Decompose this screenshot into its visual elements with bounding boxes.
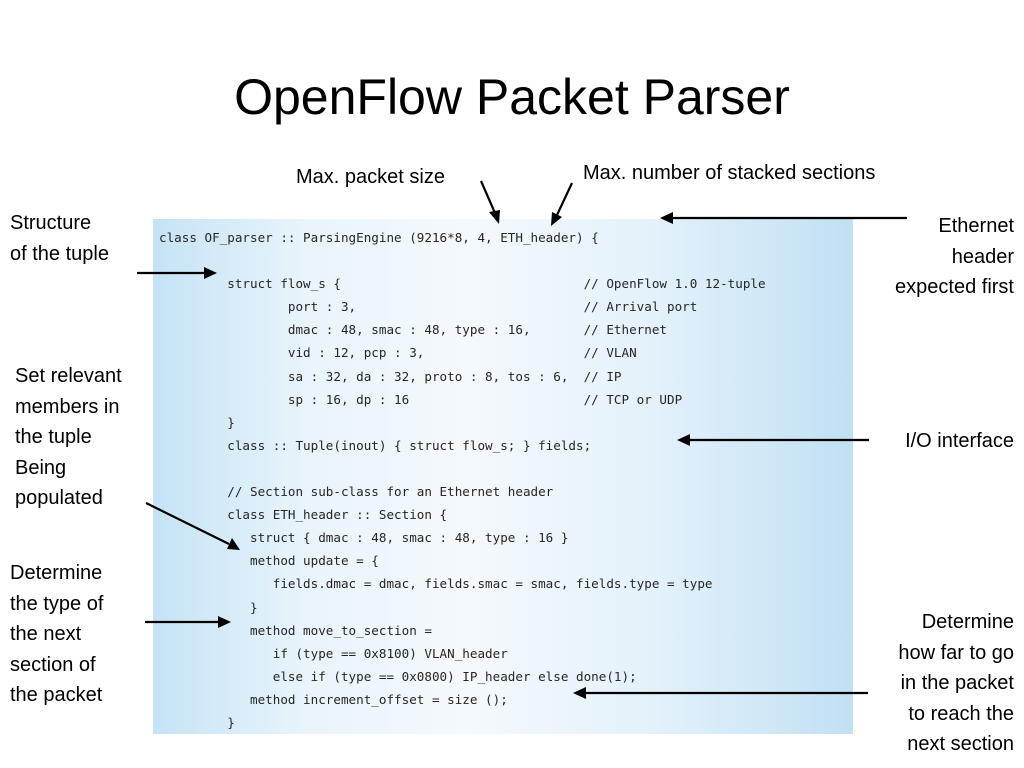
- code-line: struct flow_s { // OpenFlow 1.0 12-tuple: [159, 276, 766, 292]
- code-line: }: [159, 414, 235, 430]
- code-line: class ETH_header :: Section {: [159, 507, 448, 523]
- code-line: method move_to_section =: [159, 622, 432, 638]
- code-line: dmac : 48, smac : 48, type : 16, // Ethe…: [159, 322, 667, 338]
- code-line: method update = {: [159, 553, 379, 569]
- code-line: port : 3, // Arrival port: [159, 299, 698, 315]
- code-line: sa : 32, da : 32, proto : 8, tos : 6, //…: [159, 368, 622, 384]
- code-line: }: [159, 599, 258, 615]
- code-line: method increment_offset = size ();: [159, 691, 508, 707]
- code-line: else if (type == 0x0800) IP_header else …: [159, 668, 637, 684]
- code-line: sp : 16, dp : 16 // TCP or UDP: [159, 391, 683, 407]
- slide-title: OpenFlow Packet Parser: [234, 69, 790, 125]
- label-determine-next-type: Determine the type of the next section o…: [10, 562, 104, 706]
- code-line: if (type == 0x8100) VLAN_header: [159, 645, 508, 661]
- code-line: [159, 249, 766, 272]
- code-line: vid : 12, pcp : 3, // VLAN: [159, 345, 637, 361]
- code-line: class OF_parser :: ParsingEngine (9216*8…: [159, 230, 599, 245]
- code-line: }: [159, 714, 235, 730]
- label-max-packet-size: Max. packet size: [296, 166, 445, 188]
- code-line: struct { dmac : 48, smac : 48, type : 16…: [159, 530, 569, 546]
- code-line: class :: Tuple(inout) { struct flow_s; }…: [159, 437, 592, 453]
- label-io-interface: I/O interface: [905, 430, 1014, 452]
- label-determine-how-far: Determine how far to go in the packet to…: [898, 611, 1014, 755]
- label-ethernet-header-first: Ethernet header expected first: [895, 215, 1014, 298]
- code-line: fields.dmac = dmac, fields.smac = smac, …: [159, 576, 713, 592]
- label-set-relevant-members: Set relevant members in the tuple Being …: [15, 365, 122, 509]
- label-max-stacked-sections: Max. number of stacked sections: [583, 162, 876, 184]
- code-line: [159, 457, 766, 480]
- code-listing: class OF_parser :: ParsingEngine (9216*8…: [159, 226, 766, 734]
- code-line: // Section sub-class for an Ethernet hea…: [159, 484, 554, 500]
- label-structure-of-tuple: Structure of the tuple: [10, 212, 109, 265]
- code-panel: class OF_parser :: ParsingEngine (9216*8…: [153, 219, 853, 734]
- arrow-max-packet-size: [479, 180, 500, 224]
